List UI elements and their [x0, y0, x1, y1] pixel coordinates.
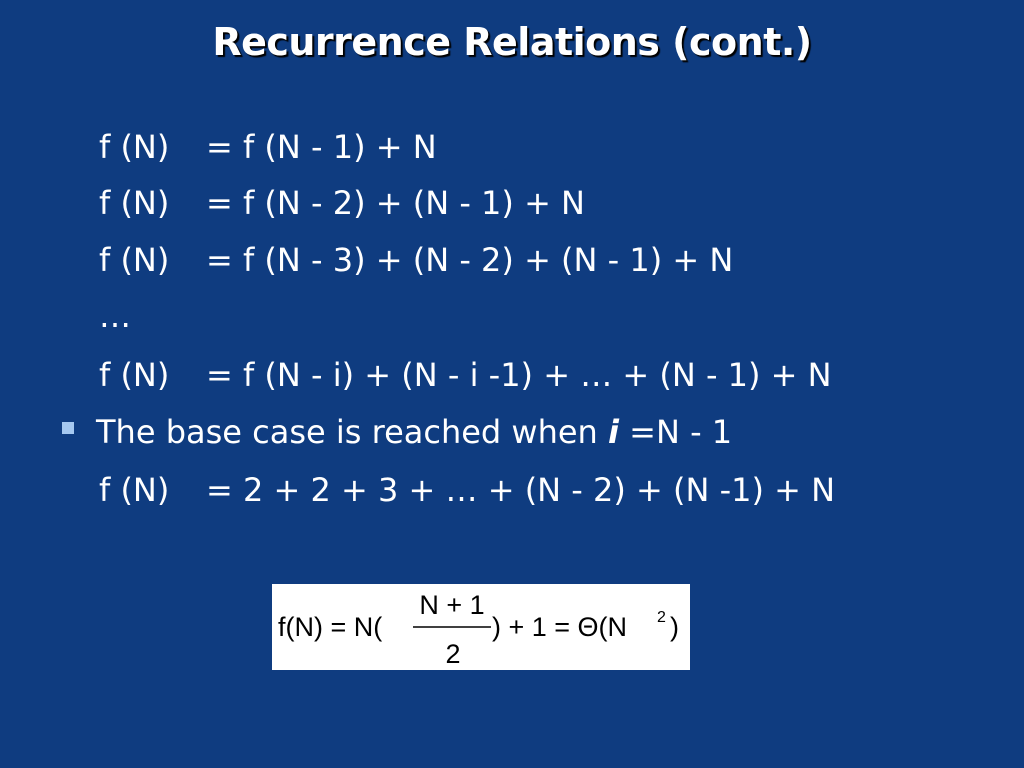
bullet-variable-i: i — [608, 413, 619, 451]
equation-rhs: = f (N - 2) + (N - 1) + N — [206, 184, 585, 222]
square-bullet-icon — [62, 422, 74, 434]
ellipsis-text: … — [99, 297, 131, 335]
equation-rhs: = f (N - i) + (N - i -1) + … + (N - 1) +… — [206, 356, 832, 394]
equation-lhs: f (N) — [99, 184, 170, 222]
equation-rhs: = f (N - 1) + N — [206, 128, 437, 166]
equation-lhs: f (N) — [99, 241, 170, 279]
slide-title: Recurrence Relations (cont.) — [212, 20, 812, 64]
formula-lhs: f(N) = N( — [278, 612, 382, 642]
formula-close-paren: ) — [670, 612, 679, 642]
bullet-text-before: The base case is reached when — [96, 413, 608, 451]
formula-numerator: N + 1 — [419, 590, 484, 620]
formula-svg: f(N) = N( N + 1 2 ) + 1 = Θ(N 2 ) — [278, 590, 679, 669]
equation-rhs: = 2 + 2 + 3 + … + (N - 2) + (N -1) + N — [206, 471, 836, 509]
bullet-text: The base case is reached when i =N - 1 — [96, 412, 732, 452]
equation-lhs: f (N) — [99, 356, 170, 394]
formula-image: f(N) = N( N + 1 2 ) + 1 = Θ(N 2 ) — [272, 584, 690, 670]
bullet-text-after: =N - 1 — [618, 413, 733, 451]
formula-rhs: ) + 1 = Θ(N — [492, 612, 627, 642]
equation-lhs: f (N) — [99, 128, 170, 166]
formula-exponent: 2 — [657, 609, 666, 626]
equation-lhs: f (N) — [99, 471, 170, 509]
equation-rhs: = f (N - 3) + (N - 2) + (N - 1) + N — [206, 241, 734, 279]
bullet-item-base-case: The base case is reached when i =N - 1 — [62, 412, 862, 452]
formula-denominator: 2 — [445, 639, 460, 669]
